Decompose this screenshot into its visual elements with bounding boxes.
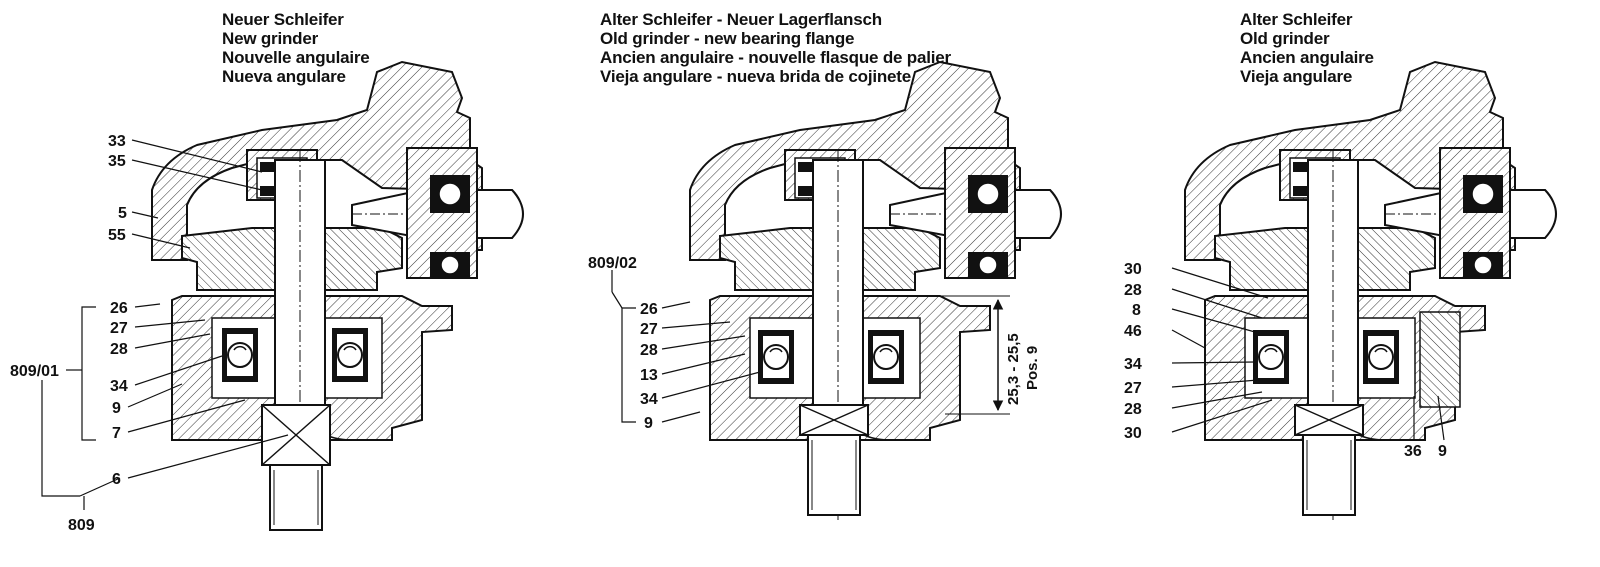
panel-2-title-line: Ancien angulaire - nouvelle flasque de p… (600, 48, 951, 67)
panel-1-title-line: Nueva angulare (222, 67, 346, 86)
dimension-value: 25,3 - 25,5 (1005, 333, 1022, 405)
panel-2-callouts (611, 270, 761, 423)
panel-2-title-line: Alter Schleifer - Neuer Lagerflansch (600, 10, 882, 29)
part-label: 9 (112, 400, 121, 417)
panel-3-part-labels: 30 28 8 46 34 27 28 30 36 9 (1124, 261, 1447, 460)
part-label: 34 (1124, 356, 1142, 373)
panel-3-callouts (1171, 267, 1445, 441)
panel-1-title: Neuer Schleifer New grinder Nouvelle ang… (222, 10, 370, 86)
part-label: 26 (640, 301, 658, 318)
part-label: 36 (1404, 443, 1422, 460)
part-label: 34 (640, 391, 658, 408)
part-label: 27 (110, 320, 128, 337)
panel-1-drawing (151, 61, 524, 531)
part-label: 28 (110, 341, 128, 358)
part-label: 9 (644, 415, 653, 432)
part-label: 809/02 (588, 255, 637, 272)
panel-3-title-line: Old grinder (1240, 29, 1330, 48)
part-label: 28 (640, 342, 658, 359)
part-label: 8 (1132, 302, 1141, 319)
panel-1-title-line: New grinder (222, 29, 319, 48)
panel-2-drawing (689, 61, 1062, 521)
panel-3-title-line: Alter Schleifer (1240, 10, 1353, 29)
part-label: 6 (112, 471, 121, 488)
panel-2-title: Alter Schleifer - Neuer Lagerflansch Old… (600, 10, 951, 86)
part-label: 55 (108, 227, 126, 244)
part-label: 33 (108, 133, 126, 150)
panel-1-part-labels: 33 35 5 55 26 27 28 809/01 34 9 7 6 809 (10, 133, 128, 534)
panel-1-title-line: Neuer Schleifer (222, 10, 344, 29)
part-label: 46 (1124, 323, 1142, 340)
part-label: 34 (110, 378, 128, 395)
part-label: 809/01 (10, 363, 59, 380)
panel-3-title-line: Vieja angulare (1240, 67, 1353, 86)
part-label: 28 (1124, 282, 1142, 299)
part-label: 809 (68, 517, 95, 534)
part-label: 35 (108, 153, 126, 170)
panel-1-callouts (41, 139, 289, 510)
panel-2-title-line: Old grinder - new bearing flange (600, 29, 855, 48)
part-label: 9 (1438, 443, 1447, 460)
panel-3-drawing (1184, 61, 1557, 521)
part-label: 7 (112, 425, 121, 442)
part-label: 27 (640, 321, 658, 338)
panel-2-title-line: Vieja angulare - nueva brida de cojinete (600, 67, 912, 86)
part-label: 30 (1124, 261, 1142, 278)
panel-3-title-line: Ancien angulaire (1240, 48, 1374, 67)
panel-3-title: Alter Schleifer Old grinder Ancien angul… (1240, 10, 1374, 86)
part-label: 26 (110, 300, 128, 317)
part-label: 13 (640, 367, 658, 384)
part-label: 28 (1124, 401, 1142, 418)
part-label: 30 (1124, 425, 1142, 442)
part-label: 27 (1124, 380, 1142, 397)
part-label: 5 (118, 205, 127, 222)
dimension-position-note: Pos. 9 (1024, 346, 1041, 390)
panel-1-title-line: Nouvelle angulaire (222, 48, 370, 67)
panel-2-part-labels: 809/02 26 27 28 13 34 9 (588, 255, 658, 432)
